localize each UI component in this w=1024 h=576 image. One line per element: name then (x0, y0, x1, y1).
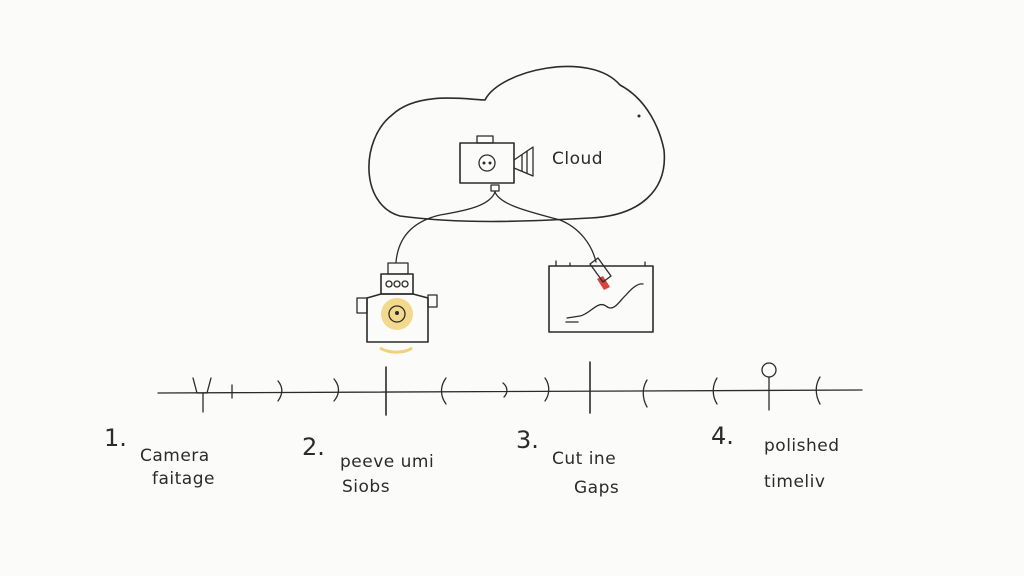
step-3-line2: Gaps (574, 478, 619, 498)
timeline-marker-trident (192, 377, 212, 413)
editing-board-icon (548, 257, 654, 333)
cloud-dot (637, 114, 641, 118)
video-camera-icon (459, 135, 534, 192)
step-2-line2: Siobs (342, 477, 390, 497)
step-4-number: 4. (711, 422, 734, 450)
step-1: 1. Camera faitage (104, 424, 215, 489)
step-1-line1: Camera (140, 446, 210, 466)
step-4-line1: polished (764, 436, 840, 456)
step-1-line2: faitage (152, 469, 215, 489)
step-3-number: 3. (516, 426, 539, 454)
step-1-number: 1. (104, 424, 127, 452)
timeline-axis (157, 389, 863, 394)
robot-camera-icon (356, 262, 438, 354)
step-2-line1: peeve umi (340, 452, 434, 472)
step-2-number: 2. (302, 433, 325, 461)
step-3-line1: Cut ine (552, 449, 616, 469)
timeline-marker-pin (761, 362, 777, 411)
edit-mark (597, 276, 610, 290)
connector-right (494, 191, 597, 263)
connector-left (395, 191, 496, 263)
step-4-line2: timeliv (764, 472, 825, 492)
step-3: 3. Cut ine Gaps (516, 426, 619, 498)
step-4: 4. polished timeliv (711, 422, 840, 492)
step-2: 2. peeve umi Siobs (302, 433, 434, 497)
cloud-label: Cloud (552, 149, 603, 169)
cloud-shape (368, 65, 666, 223)
